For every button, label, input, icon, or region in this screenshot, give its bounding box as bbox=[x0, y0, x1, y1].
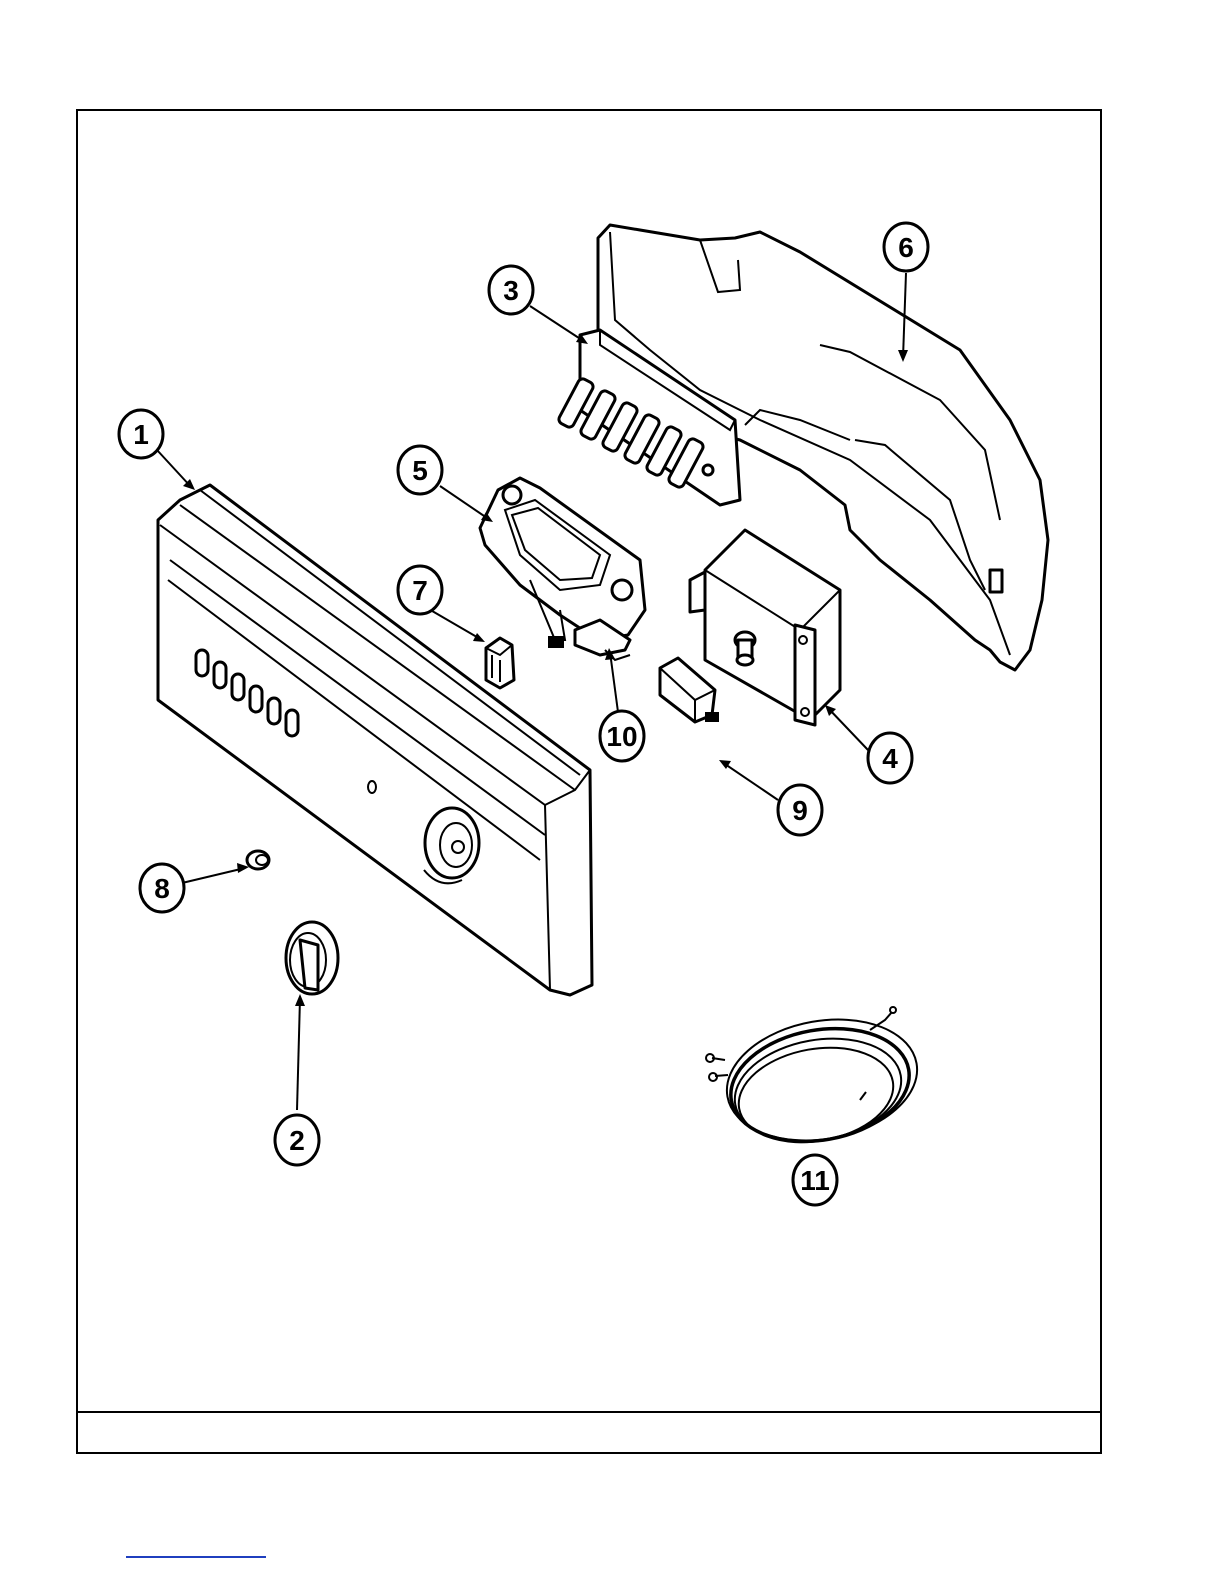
part-11-wire-harness bbox=[706, 1005, 927, 1155]
callout-5-label: 5 bbox=[412, 455, 428, 486]
callout-5: 5 bbox=[398, 446, 442, 494]
callout-9: 9 bbox=[778, 785, 822, 835]
callout-9-label: 9 bbox=[792, 795, 808, 826]
callout-2: 2 bbox=[275, 1115, 319, 1165]
callout-4: 4 bbox=[868, 733, 912, 783]
callout-3-label: 3 bbox=[503, 275, 519, 306]
footer-link-underline[interactable] bbox=[126, 1556, 266, 1558]
callout-11-label: 11 bbox=[800, 1165, 830, 1196]
part-8-small-knob bbox=[247, 851, 269, 869]
part-9-micro-switch bbox=[660, 658, 719, 722]
callout-10-label: 10 bbox=[606, 721, 637, 752]
callout-8: 8 bbox=[140, 864, 184, 912]
callout-7: 7 bbox=[398, 566, 442, 614]
callout-8-label: 8 bbox=[154, 873, 170, 904]
callout-1-label: 1 bbox=[133, 419, 149, 450]
callout-10: 10 bbox=[600, 711, 644, 761]
callout-4-label: 4 bbox=[882, 743, 898, 774]
callout-7-label: 7 bbox=[412, 575, 428, 606]
part-7-clip bbox=[486, 638, 514, 688]
callout-6: 6 bbox=[884, 223, 928, 271]
callout-6-label: 6 bbox=[898, 232, 914, 263]
part-2-timer-knob bbox=[286, 922, 338, 994]
part-5-latch-bracket bbox=[480, 478, 645, 648]
callout-11: 11 bbox=[793, 1155, 837, 1205]
callout-3: 3 bbox=[489, 266, 533, 314]
callout-1: 1 bbox=[119, 410, 163, 458]
callout-2-label: 2 bbox=[289, 1125, 305, 1156]
